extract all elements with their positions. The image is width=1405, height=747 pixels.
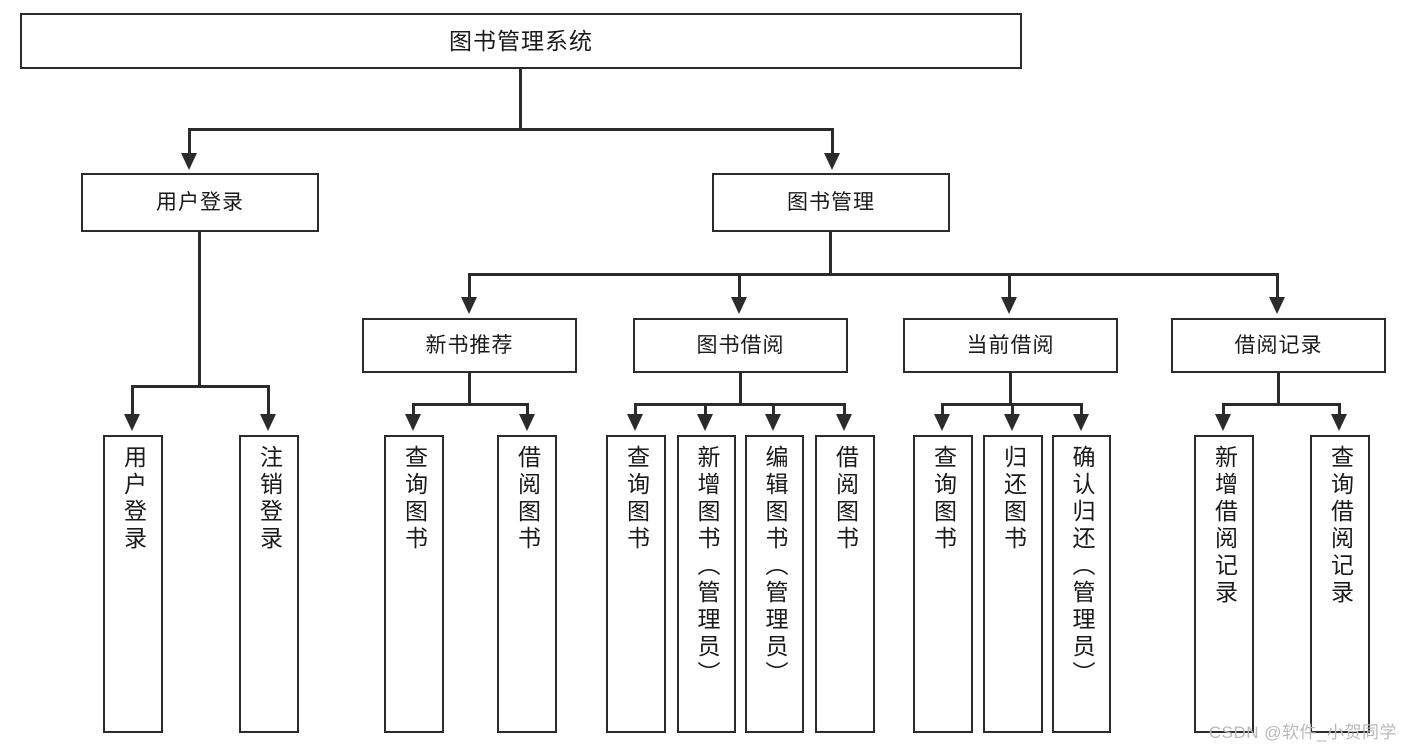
node-label: 查询图书 (930, 445, 957, 553)
connector-current-to-leaf-3 (1080, 403, 1083, 416)
arrow-newbook-to-leaf-1 (405, 414, 421, 431)
node-label: 新书推荐 (425, 333, 514, 357)
node-label: 用户登录 (156, 190, 244, 214)
node-new-book-recommendation[interactable]: 新书推荐 (362, 318, 577, 373)
connector-records-stem (1277, 373, 1280, 405)
node-label: 借阅记录 (1234, 333, 1323, 357)
connector-borrowing-stem (739, 373, 742, 405)
arrow-records-to-leaf-2 (1331, 414, 1347, 431)
connector-borrow-to-leaf-3 (772, 403, 775, 416)
arrow-bm-to-borrow (731, 297, 747, 314)
arrow-current-to-leaf-3 (1073, 414, 1089, 431)
node-label: 用户登录 (120, 445, 147, 553)
arrow-borrow-to-leaf-2 (697, 414, 713, 431)
connector-current-to-leaf-2 (1011, 403, 1014, 416)
node-label: 查询借阅记录 (1327, 445, 1354, 607)
node-book-borrowing[interactable]: 图书借阅 (633, 318, 848, 373)
node-label: 归还图书 (1000, 445, 1027, 553)
node-label: 图书管理系统 (449, 27, 593, 54)
arrow-user-login-to-leaf-2 (260, 414, 276, 431)
arrow-bm-to-current (1001, 297, 1017, 314)
connector-root-to-book-management (831, 128, 834, 156)
node-label: 编辑图书（管理员） (762, 445, 788, 688)
arrow-borrow-to-leaf-3 (765, 414, 781, 431)
connector-borrowing-bus (634, 403, 846, 406)
node-borrowing-records[interactable]: 借阅记录 (1171, 318, 1386, 373)
connector-new-book-stem (468, 373, 471, 405)
arrow-records-to-leaf-1 (1215, 414, 1231, 431)
connector-borrow-to-leaf-2 (704, 403, 707, 416)
connector-borrow-to-leaf-1 (634, 403, 637, 416)
connector-book-management-stem (829, 232, 832, 275)
node-label: 借阅图书 (514, 445, 541, 553)
connector-user-login-bus (131, 385, 270, 388)
node-label: 查询图书 (401, 445, 428, 553)
node-book-management[interactable]: 图书管理 (712, 173, 950, 232)
connector-bm-to-new-book (468, 273, 471, 300)
connector-current-stem (1009, 373, 1012, 405)
connector-root-bus (188, 128, 834, 131)
connector-newbook-to-leaf-2 (526, 403, 529, 416)
arrow-current-to-leaf-2 (1004, 414, 1020, 431)
leaf-edit-book-admin[interactable]: 编辑图书（管理员） (745, 435, 804, 733)
node-current-borrowing[interactable]: 当前借阅 (903, 318, 1118, 373)
leaf-logout[interactable]: 注销登录 (239, 435, 299, 733)
arrow-current-to-leaf-1 (934, 414, 950, 431)
node-label: 确认归还（管理员） (1069, 445, 1095, 688)
connector-root-stem (519, 69, 522, 129)
connector-borrow-to-leaf-4 (843, 403, 846, 416)
arrow-root-to-book-management (824, 153, 840, 170)
leaf-query-books-borrowing[interactable]: 查询图书 (606, 435, 666, 733)
arrow-newbook-to-leaf-2 (519, 414, 535, 431)
leaf-return-books[interactable]: 归还图书 (983, 435, 1043, 733)
leaf-query-borrow-record[interactable]: 查询借阅记录 (1310, 435, 1370, 733)
connector-root-to-user-login (188, 128, 191, 156)
connector-records-bus (1222, 403, 1341, 406)
leaf-query-books-newbook[interactable]: 查询图书 (384, 435, 444, 733)
leaf-confirm-return-admin[interactable]: 确认归还（管理员） (1052, 435, 1111, 733)
connector-current-to-leaf-1 (941, 403, 944, 416)
node-label: 图书借阅 (696, 333, 785, 357)
connector-user-login-to-leaf-1 (131, 385, 134, 416)
csdn-watermark: CSDN @软件_小贺同学 (1208, 723, 1397, 742)
leaf-user-login[interactable]: 用户登录 (103, 435, 163, 733)
connector-bm-to-borrow (738, 273, 741, 300)
node-label: 新增图书（管理员） (694, 445, 720, 688)
connector-newbook-to-leaf-1 (412, 403, 415, 416)
arrow-borrow-to-leaf-1 (627, 414, 643, 431)
node-label: 当前借阅 (966, 333, 1055, 357)
connector-user-login-to-leaf-2 (267, 385, 270, 416)
leaf-add-book-admin[interactable]: 新增图书（管理员） (677, 435, 736, 733)
leaf-borrow-books-borrowing[interactable]: 借阅图书 (815, 435, 875, 733)
arrow-borrow-to-leaf-4 (836, 414, 852, 431)
node-root-book-management-system[interactable]: 图书管理系统 (20, 13, 1022, 69)
node-label: 查询图书 (623, 445, 650, 553)
connector-records-to-leaf-2 (1338, 403, 1341, 416)
connector-bm-to-records (1276, 273, 1279, 300)
arrow-bm-to-records (1269, 297, 1285, 314)
connector-records-to-leaf-1 (1222, 403, 1225, 416)
leaf-query-books-current[interactable]: 查询图书 (913, 435, 973, 733)
node-label: 注销登录 (256, 445, 283, 553)
leaf-borrow-books-newbook[interactable]: 借阅图书 (497, 435, 557, 733)
node-label: 新增借阅记录 (1211, 445, 1238, 607)
connector-book-management-bus (468, 273, 1279, 276)
node-user-login[interactable]: 用户登录 (81, 173, 319, 232)
node-label: 图书管理 (787, 190, 875, 214)
connector-new-book-bus (412, 403, 529, 406)
connector-user-login-stem (198, 232, 201, 387)
node-label: 借阅图书 (832, 445, 859, 553)
leaf-add-borrow-record[interactable]: 新增借阅记录 (1194, 435, 1254, 733)
arrow-user-login-to-leaf-1 (124, 414, 140, 431)
connector-bm-to-current (1008, 273, 1011, 300)
arrow-bm-to-new-book (461, 297, 477, 314)
arrow-root-to-user-login (181, 153, 197, 170)
